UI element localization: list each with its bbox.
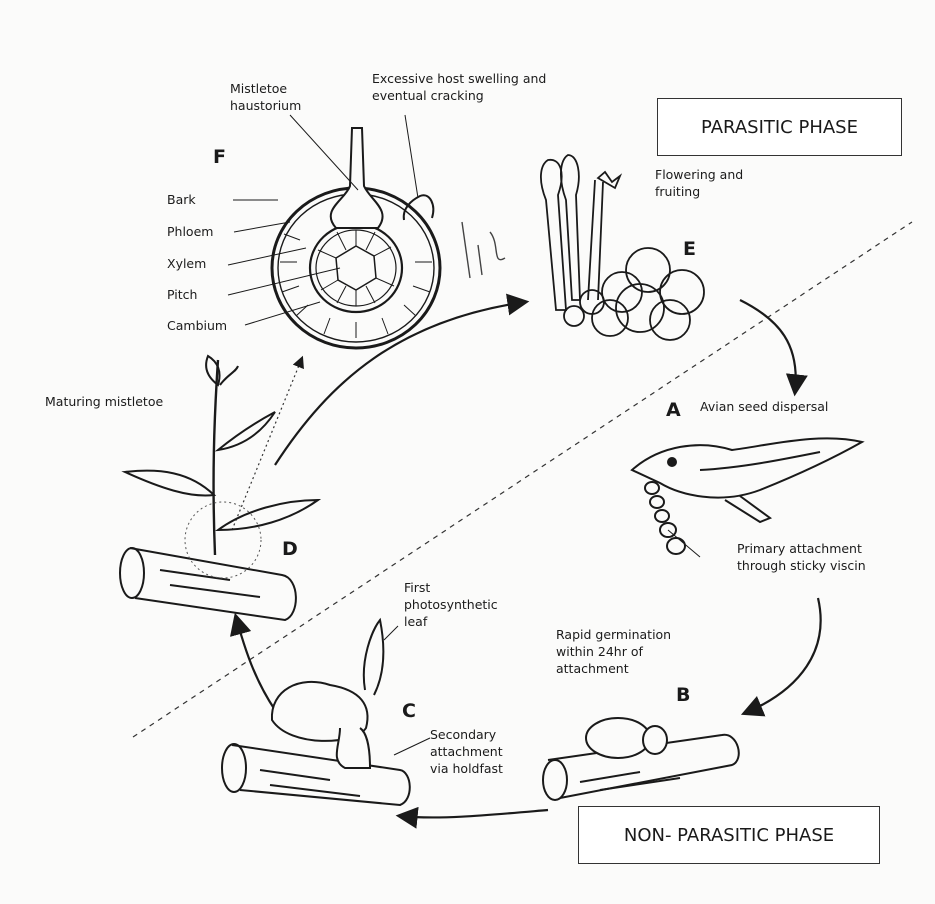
arrow-a-to-b	[745, 598, 821, 713]
parasitic-phase-label: PARASITIC PHASE	[701, 117, 858, 138]
arrow-e-to-a	[740, 300, 796, 392]
label-haustorium: Mistletoe haustorium	[230, 80, 301, 114]
arrow-b-to-c	[400, 810, 548, 817]
label-host-swelling: Excessive host swelling and eventual cra…	[372, 70, 546, 104]
label-maturing: Maturing mistletoe	[45, 393, 163, 410]
stage-label-a: A	[666, 399, 681, 421]
stage-label-b: B	[676, 684, 690, 706]
parasitic-phase-box: PARASITIC PHASE	[657, 98, 902, 156]
zoom-dotted-line	[232, 358, 302, 530]
label-first-leaf: First photosynthetic leaf	[404, 579, 498, 630]
label-bark: Bark	[167, 191, 196, 208]
germinating-seed-on-branch	[543, 718, 739, 800]
stage-label-c: C	[402, 700, 416, 722]
scribble-mark	[462, 222, 505, 278]
label-secondary-attachment: Secondary attachment via holdfast	[430, 726, 503, 777]
label-germination: Rapid germination within 24hr of attachm…	[556, 626, 671, 677]
label-flowering: Flowering and fruiting	[655, 166, 743, 200]
label-cambium: Cambium	[167, 317, 227, 334]
stage-label-e: E	[683, 238, 696, 260]
stage-label-d: D	[282, 538, 298, 560]
holdfast-on-branch	[222, 620, 410, 805]
label-phloem: Phloem	[167, 223, 213, 240]
bird-with-seeds	[632, 438, 862, 554]
arrow-c-to-d	[236, 617, 275, 710]
label-pitch: Pitch	[167, 286, 197, 303]
label-avian-dispersal: Avian seed dispersal	[700, 398, 828, 415]
non-parasitic-phase-label: NON- PARASITIC PHASE	[624, 825, 834, 846]
arrow-d-to-e	[275, 302, 525, 465]
stem-cross-section	[272, 128, 440, 348]
non-parasitic-phase-box: NON- PARASITIC PHASE	[578, 806, 880, 864]
label-primary-attachment: Primary attachment through sticky viscin	[737, 540, 866, 574]
label-xylem: Xylem	[167, 255, 206, 272]
stage-label-f: F	[213, 146, 226, 168]
